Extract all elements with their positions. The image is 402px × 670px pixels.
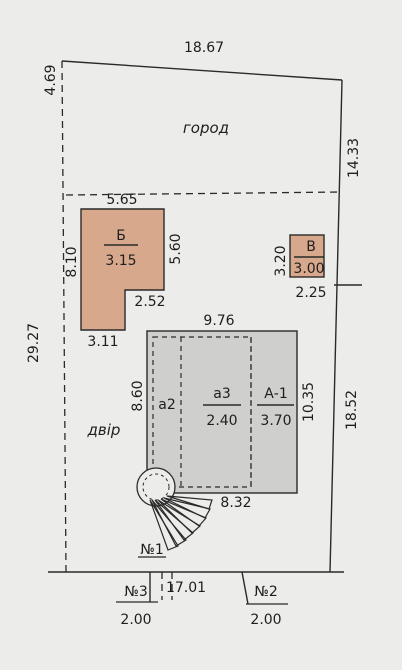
building-b-top-label: 5.65 — [106, 192, 137, 208]
marker-3-length: 2.00 — [120, 612, 151, 628]
marker-1-label: №1 — [140, 542, 163, 558]
house-top-label: 9.76 — [203, 313, 234, 329]
building-v-area: 3.00 — [293, 261, 324, 277]
house-bottom-label: 8.32 — [220, 495, 251, 511]
building-v-left-label: 3.20 — [273, 245, 289, 276]
top-boundary-line — [61, 60, 343, 81]
right-lower-label: 18.52 — [344, 390, 360, 430]
building-b-left-label: 8.10 — [64, 246, 80, 277]
house-a1-label: А-1 — [264, 386, 288, 402]
left-upper-label: 4.69 — [43, 64, 59, 95]
building-v-outline — [289, 234, 325, 278]
building-b-outline — [80, 208, 165, 331]
left-main-label: 29.27 — [26, 323, 42, 363]
porch-steps — [149, 495, 213, 551]
porch-inner-circle — [142, 473, 170, 501]
right-upper-label: 14.33 — [346, 138, 362, 178]
house — [136, 330, 298, 551]
house-a3-area: 2.40 — [206, 413, 237, 429]
top-length-label: 18.67 — [184, 40, 224, 56]
house-a2-label: а2 — [158, 397, 176, 413]
plot-boundary — [48, 60, 362, 605]
building-b-step-label: 2.52 — [134, 294, 165, 310]
marker-2-label: №2 — [254, 584, 277, 600]
building-v-name: В — [306, 239, 316, 255]
building-b-area: 3.15 — [105, 253, 136, 269]
house-a1-area: 3.70 — [260, 413, 291, 429]
building-b-bottom-label: 3.11 — [87, 334, 118, 350]
yard-label: двір — [87, 421, 121, 439]
right-boundary-line — [329, 79, 343, 573]
marker-2-length: 2.00 — [250, 612, 281, 628]
marker-2-pointer — [241, 571, 249, 605]
house-left-label: 8.60 — [130, 380, 146, 411]
building-b-right-label: 5.60 — [168, 233, 184, 264]
left-boundary-line — [61, 60, 67, 573]
building-b-name: Б — [116, 228, 126, 244]
building-v-bottom-label: 2.25 — [295, 285, 326, 301]
house-a3-label: а3 — [213, 386, 231, 402]
garden-divider-line — [65, 191, 343, 196]
house-right-label: 10.35 — [301, 382, 317, 422]
bottom-length-label: 17.01 — [166, 580, 206, 596]
marker-3-label: №3 — [124, 584, 147, 600]
house-outline — [146, 330, 298, 494]
dashed-lines — [61, 60, 343, 600]
garden-label: город — [183, 119, 229, 137]
